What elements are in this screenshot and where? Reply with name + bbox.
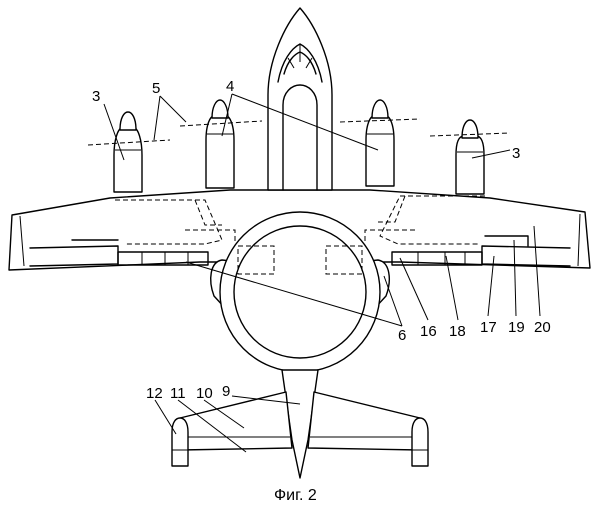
- rotodome: [210, 211, 390, 373]
- label-19: 19: [508, 319, 525, 336]
- label-5: 5: [152, 80, 160, 97]
- engine-inner-left: [205, 99, 235, 189]
- label-11: 11: [170, 385, 186, 402]
- tail: [171, 369, 429, 479]
- label-18: 18: [449, 323, 466, 340]
- propeller-line-3: [339, 118, 421, 123]
- reference-labels: 3 5 4 3 6 16 18 17 19 20 12 11 10 9: [92, 78, 551, 402]
- leader-lines: [103, 93, 541, 453]
- propeller-line-2: [179, 120, 263, 127]
- label-9: 9: [222, 383, 230, 400]
- label-6: 6: [398, 327, 406, 344]
- engines: [87, 99, 511, 195]
- engine-outer-right: [455, 119, 485, 195]
- label-16: 16: [420, 323, 437, 340]
- engine-outer-left: [113, 111, 143, 193]
- propeller-line-1: [87, 139, 171, 146]
- label-10: 10: [196, 385, 213, 402]
- label-12: 12: [146, 385, 163, 402]
- label-3-left: 3: [92, 88, 100, 105]
- label-4: 4: [226, 78, 234, 95]
- label-20: 20: [534, 319, 551, 336]
- engine-inner-right: [365, 99, 395, 187]
- label-3-right: 3: [512, 145, 520, 162]
- propeller-line-4: [429, 132, 511, 137]
- fuselage-nose: [267, 7, 333, 191]
- figure-caption: Фиг. 2: [274, 487, 317, 504]
- label-17: 17: [480, 319, 497, 336]
